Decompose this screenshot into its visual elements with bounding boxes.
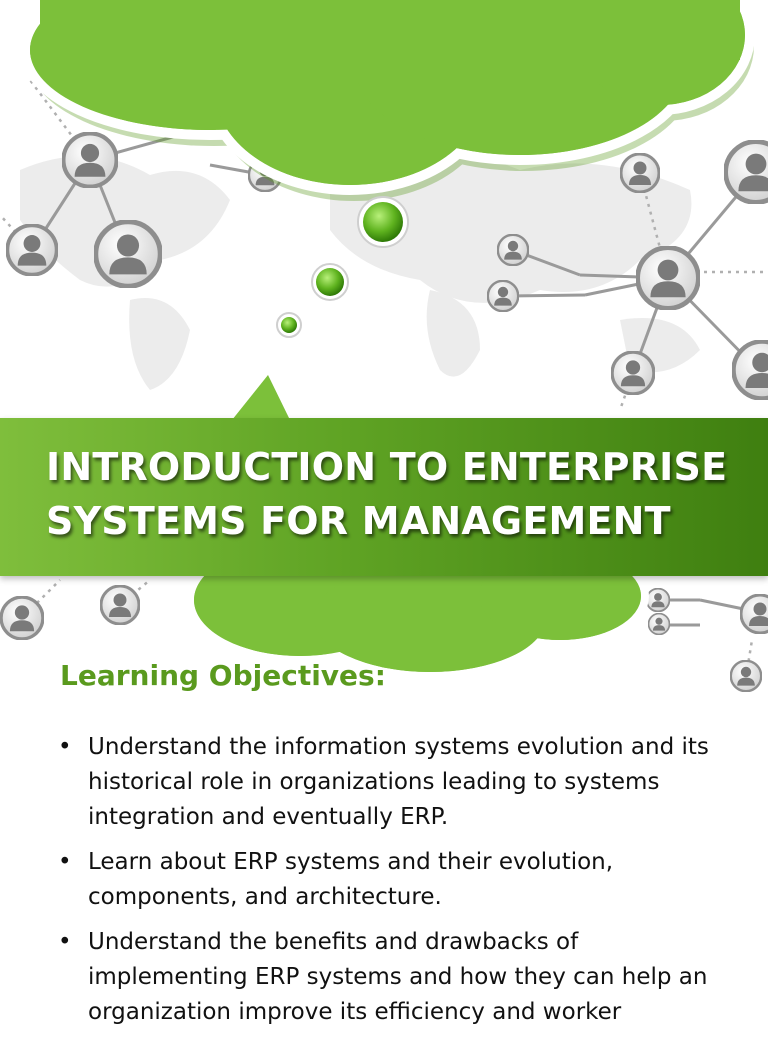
world-map-background xyxy=(20,147,700,390)
objective-text: Understand the information systems evolu… xyxy=(88,734,709,830)
objective-item: • Learn about ERP systems and their evol… xyxy=(58,845,738,915)
slide-title: INTRODUCTION TO ENTERPRISE SYSTEMS FOR M… xyxy=(46,440,746,548)
bullet-icon: • xyxy=(58,734,72,760)
green-dot-icon xyxy=(276,196,409,338)
objective-item: • Understand the information systems evo… xyxy=(58,730,738,835)
title-banner xyxy=(0,418,768,576)
banner-pointer xyxy=(232,375,290,420)
bullet-icon: • xyxy=(58,929,72,955)
bullet-icon: • xyxy=(58,849,72,875)
slide-title-line-2: SYSTEMS FOR MANAGEMENT xyxy=(46,499,671,543)
slide-title-line-1: INTRODUCTION TO ENTERPRISE xyxy=(46,445,728,489)
objective-text: Understand the benefits and drawbacks of… xyxy=(88,929,708,1025)
objective-item: • Understand the benefits and drawbacks … xyxy=(58,925,738,1030)
learning-objectives-heading: Learning Objectives: xyxy=(60,659,386,692)
objectives-list: • Understand the information systems evo… xyxy=(58,730,738,1040)
cloud-shape xyxy=(20,0,755,201)
objective-text: Learn about ERP systems and their evolut… xyxy=(88,849,614,910)
